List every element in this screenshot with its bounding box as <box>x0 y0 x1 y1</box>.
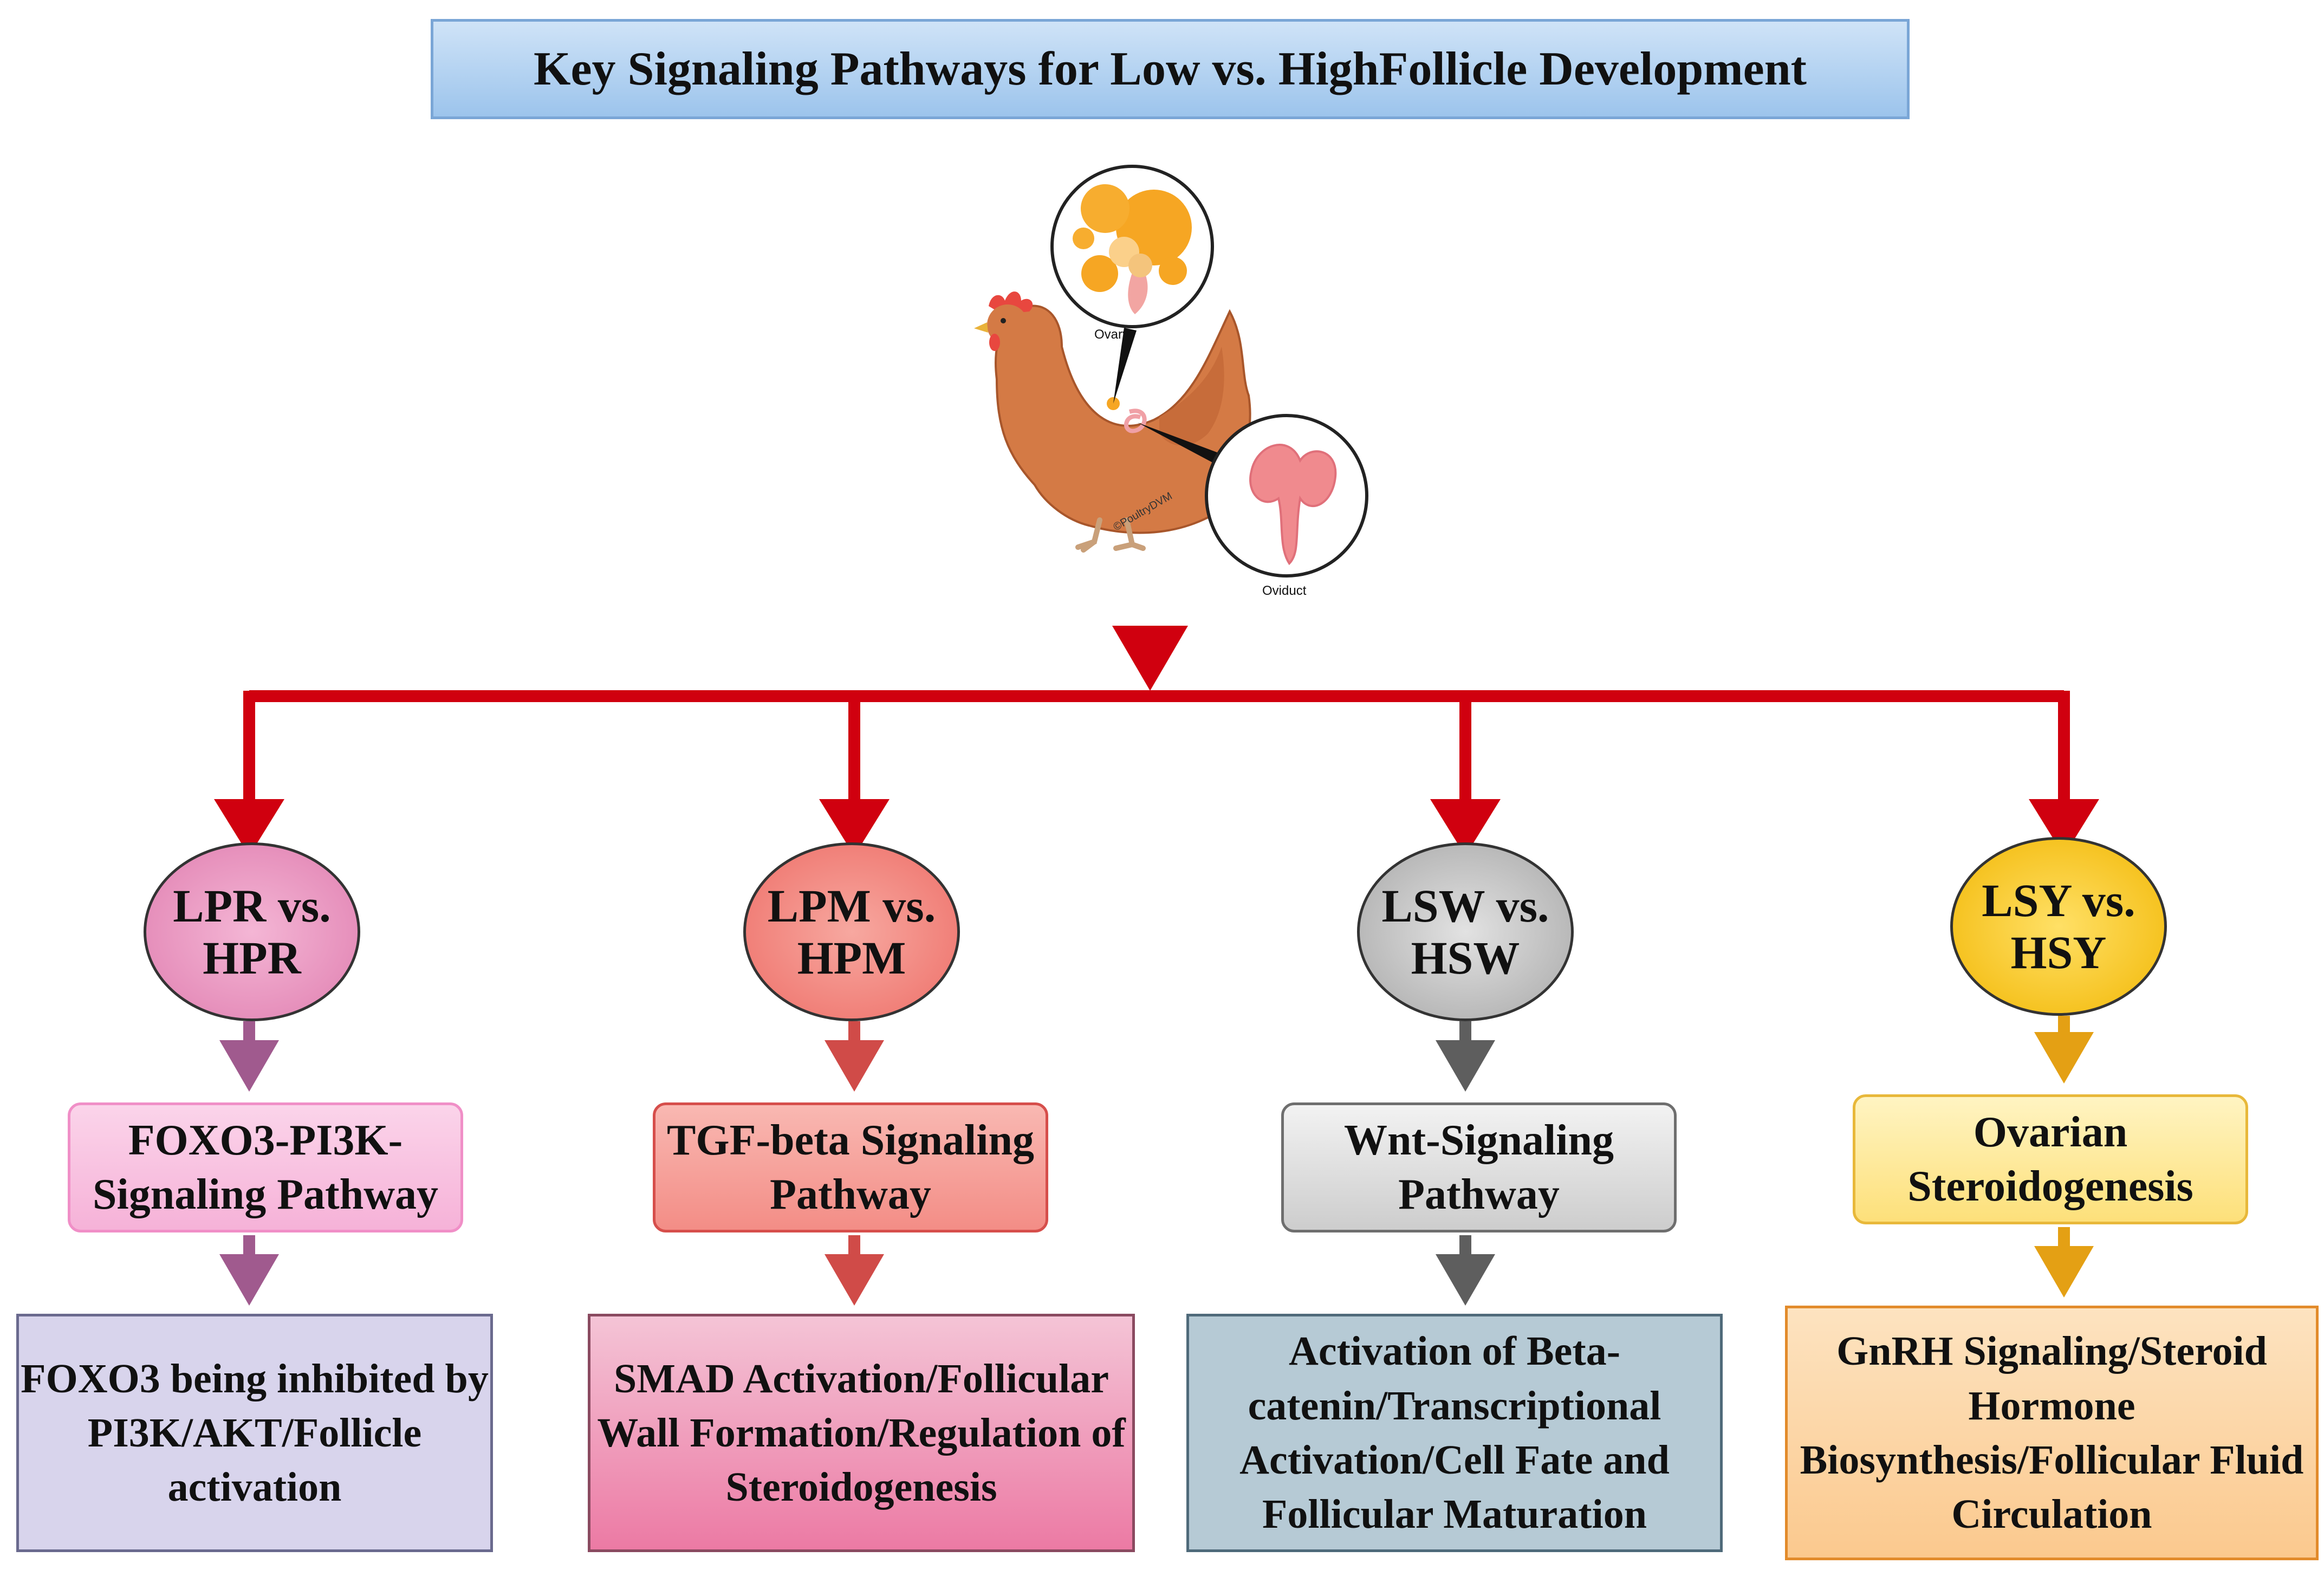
hen-oviduct-sketch <box>1124 408 1147 433</box>
column-arrow-head <box>2034 1246 2094 1297</box>
column-arrow-head <box>825 1254 884 1306</box>
ovary-follicle <box>1081 184 1129 233</box>
hen-legs <box>1075 517 1146 553</box>
oviduct-shape <box>1249 444 1337 566</box>
outcome-box-smad: SMAD Activation/Follicular Wall Formatio… <box>588 1314 1135 1552</box>
hen-eye <box>1001 318 1006 323</box>
column-arrow-head <box>1436 1254 1495 1306</box>
branch-arrowhead-3 <box>1430 799 1501 856</box>
comparison-oval-lpm: LPM vs.HPM <box>743 842 960 1021</box>
connector-tree <box>214 626 2099 856</box>
hen-beak <box>974 322 988 333</box>
comparison-line2: HPM <box>797 932 906 984</box>
oviduct-label: Oviduct <box>1262 583 1307 598</box>
hen-wing <box>1159 347 1224 446</box>
ovary-follicle <box>1073 228 1094 249</box>
oviduct-pointer <box>1138 423 1224 466</box>
outcome-box-gnrh: GnRH Signaling/Steroid Hormone Biosynthe… <box>1785 1306 2319 1560</box>
column-arrow-head <box>1436 1040 1495 1092</box>
comparison-oval-lpr: LPR vs.HPR <box>144 842 360 1021</box>
ovary-pointer <box>1113 328 1137 404</box>
ovary-label: Ovary <box>1094 327 1129 342</box>
top-arrowhead <box>1112 626 1188 691</box>
pathway-box-foxo3: FOXO3-PI3K-Signaling Pathway <box>68 1102 463 1232</box>
outcome-box-beta-catenin: Activation of Beta-catenin/Transcription… <box>1186 1314 1723 1552</box>
column-arrow-head <box>219 1040 279 1092</box>
outcome-box-foxo3: FOXO3 being inhibited by PI3K/AKT/Follic… <box>16 1314 493 1552</box>
hen-wattle <box>989 334 1000 351</box>
branch-arrowhead-2 <box>819 799 890 856</box>
column-arrow-head <box>2034 1032 2094 1084</box>
ovary-follicle <box>1081 255 1118 292</box>
comparison-line1: LPM vs. <box>767 879 936 932</box>
column-arrow-head <box>219 1254 279 1306</box>
ovary-follicle <box>1159 257 1187 285</box>
comparison-line1: LPR vs. <box>173 879 331 932</box>
comparison-line2: HSY <box>2010 926 2107 978</box>
branch-arrowhead-1 <box>214 799 284 856</box>
column-arrows <box>219 1016 2094 1306</box>
pathway-box-tgf-beta: TGF-beta Signaling Pathway <box>653 1102 1048 1232</box>
comparison-line2: HPR <box>203 932 301 984</box>
pathway-box-wnt: Wnt-Signaling Pathway <box>1281 1102 1677 1232</box>
comparison-oval-lsy: LSY vs.HSY <box>1950 837 2167 1016</box>
comparison-oval-lsw: LSW vs.HSW <box>1357 842 1574 1021</box>
comparison-line1: LSY vs. <box>1982 874 2135 926</box>
branch-arrowhead-4 <box>2029 799 2099 856</box>
hen-illustration: Ovary Oviduct ©PoultryDVM <box>974 165 1368 598</box>
diagram-title: Key Signaling Pathways for Low vs. HighF… <box>431 19 1910 119</box>
ovary-follicle <box>1128 254 1152 277</box>
comparison-line1: LSW vs. <box>1381 879 1549 932</box>
column-arrow-head <box>825 1040 884 1092</box>
pathway-box-ovarian-steroidogenesis: Ovarian Steroidogenesis <box>1853 1094 2248 1224</box>
hen-body <box>995 304 1251 534</box>
comparison-line2: HSW <box>1411 932 1520 984</box>
